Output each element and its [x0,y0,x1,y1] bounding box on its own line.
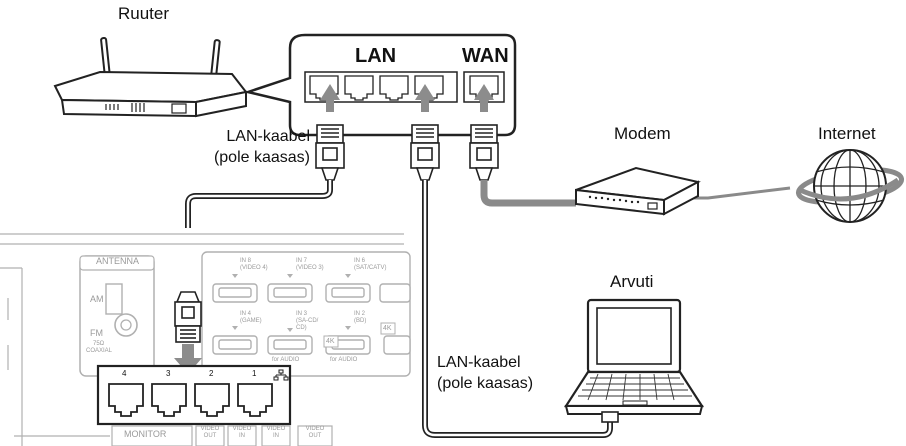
hdmi-in4-l2: (GAME) [240,318,262,324]
lan-label: LAN [355,45,397,67]
am-label: AM [90,294,104,304]
internet-label: Internet [818,124,876,143]
router-label: Ruuter [118,4,170,23]
switch-port-3-label: 3 [166,369,171,378]
modem-icon [575,166,701,216]
switch-port-2-label: 2 [209,369,214,378]
video-in-label-2: VIDEO IN [266,426,286,439]
badge-4k-1: 4K [326,338,335,345]
hdmi-in8-label: IN 8 (VIDEO 4) [240,258,268,272]
hdmi-in6-l1: IN 6 [354,258,366,264]
hdmi-in7-l2: (VIDEO 3) [296,265,324,271]
arrow-into-receiver-port [174,344,202,374]
connection-arrows-router [320,84,494,112]
modem-label: Modem [614,124,671,143]
hdmi-in6-label: IN 6 (SAT/CATV) [354,258,386,272]
fm-coaxial-label: COAXIAL [86,348,113,354]
wan-cable-modem [480,180,576,207]
fm-ohm-label: 75Ω [93,341,105,347]
lan-network-icon [273,369,289,381]
internet-globe-icon [795,149,905,223]
antenna-label: ANTENNA [96,256,140,266]
hdmi-in6-l2: (SAT/CATV) [354,265,387,271]
monitor-label: MONITOR [124,429,167,439]
for-audio-label-1: for AUDIO [272,357,300,363]
hdmi-in3-l3: CD) [296,325,307,331]
video-out-label-1: VIDEO OUT [200,426,220,439]
hdmi-in3-l1: IN 3 [296,311,308,317]
receiver-cable-plug [174,291,202,343]
switch-port-1-label: 1 [252,369,257,378]
lan-cable-label-1-line1: LAN-kaabel [226,128,310,145]
lan-cable-label-1-line2: (pole kaasas) [213,149,310,166]
receiver-lan-switch [96,364,292,426]
computer-icon [563,298,705,423]
hdmi-in2-label: IN 2 (BD) [354,311,366,325]
hdmi-in7-l1: IN 7 [296,258,308,264]
hdmi-in3-l2: (SA-CD/ [296,318,319,324]
video-out-label-2: VIDEO OUT [305,426,325,439]
hdmi-in8-l2: (VIDEO 4) [240,265,268,271]
hdmi-in3-label: IN 3 (SA-CD/ CD) [296,311,318,332]
hdmi-in2-l2: (BD) [354,318,367,324]
router-icon [53,36,248,118]
hdmi-in2-l1: IN 2 [354,311,366,317]
receiver-rear-panel [0,228,411,446]
for-audio-label-2: for AUDIO [330,357,358,363]
switch-port-4-label: 4 [122,369,127,378]
lan-cable-plugs [315,124,499,181]
badge-4k-2: 4K [383,325,392,332]
fm-label: FM [90,328,103,338]
hdmi-in7-label: IN 7 (VIDEO 3) [296,258,324,272]
lan-cable-label-2-line2: (pole kaasas) [437,375,534,392]
lan-cable-label-2: LAN-kaabel (pole kaasas) [437,352,533,394]
lan-cable-label-2-line1: LAN-kaabel [437,354,521,371]
hdmi-in4-l1: IN 4 [240,311,252,317]
wan-label: WAN [462,45,509,67]
lan-cable-label-1: LAN-kaabel (pole kaasas) [198,126,310,168]
video-in-label-1: VIDEO IN [232,426,252,439]
computer-label: Arvuti [610,272,654,291]
hdmi-in8-l1: IN 8 [240,258,252,264]
hdmi-in4-label: IN 4 (GAME) [240,311,262,325]
